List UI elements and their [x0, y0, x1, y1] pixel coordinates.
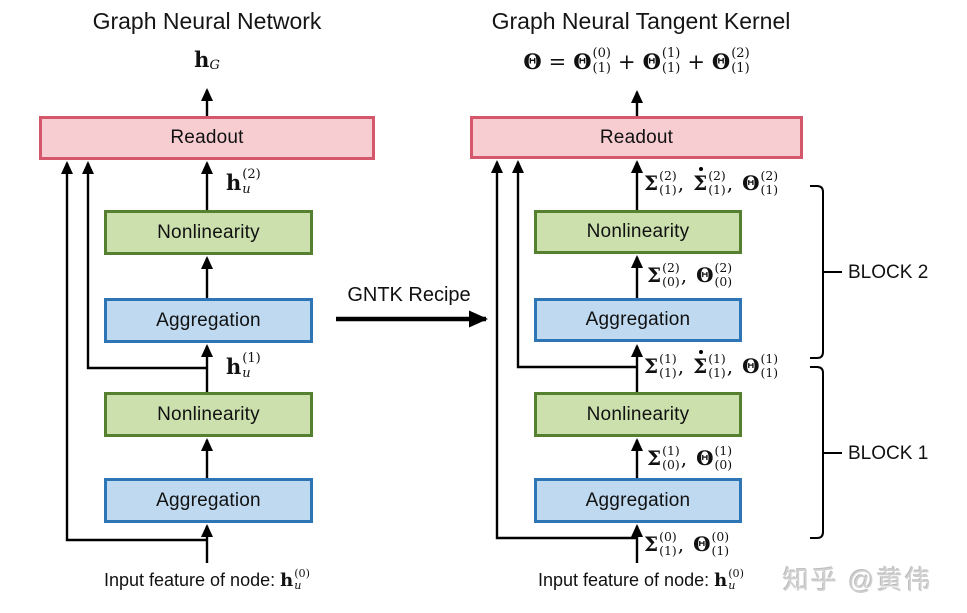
gnn-aggregation1-box: Aggregation	[104, 478, 313, 523]
gnn-skip-input-readout	[61, 161, 207, 542]
gntk-skip-input-readout	[491, 160, 637, 540]
gnn-input-caption: Input feature of node: h(0)u	[103, 567, 311, 593]
gntk-input-caption: Input feature of node: h(0)u	[537, 567, 745, 593]
gnn-nonlinearity2-label: Nonlinearity	[157, 221, 260, 243]
gnn-aggregation2-box: Aggregation	[104, 298, 313, 343]
gnn-h2-label: h(2)u	[226, 167, 261, 197]
gntk-nonlinearity2-label: Nonlinearity	[586, 221, 690, 242]
gntk-skip-block1-readout	[512, 160, 637, 369]
gntk-label-block2-mid: Σ(2)(0),Θ(2)(0)	[647, 260, 733, 289]
block2-label: BLOCK 2	[848, 262, 929, 283]
gnn-h1-label: h(1)u	[226, 351, 261, 381]
gntk-aggregation1-box: Aggregation	[534, 478, 742, 523]
gnn-aggregation2-label: Aggregation	[156, 309, 261, 331]
gntk-equation: Θ=Θ(0)(1)+Θ(1)(1)+Θ(2)(1)	[523, 46, 750, 76]
gnn-readout-box: Readout	[39, 116, 375, 160]
block1-label: BLOCK 1	[848, 443, 929, 464]
gntk-label-block2-output: Σ(2)(1),Σ(2)(1),Θ(2)(1)	[644, 166, 779, 197]
gntk-aggregation1-label: Aggregation	[585, 489, 691, 511]
block2-bracket	[810, 185, 842, 359]
gnn-title: Graph Neural Network	[92, 8, 322, 34]
gntk-label-input: Σ(0)(1),Θ(0)(1)	[644, 529, 730, 558]
gnn-nonlinearity1-label: Nonlinearity	[157, 403, 260, 425]
gntk-nonlinearity1-label: Nonlinearity	[586, 403, 690, 425]
gntk-nonlinearity2-box: Nonlinearity	[534, 210, 742, 254]
gnn-nonlinearity1-box: Nonlinearity	[104, 392, 313, 437]
gntk-nonlinearity1-box: Nonlinearity	[534, 392, 742, 437]
gntk-aggregation2-label: Aggregation	[585, 309, 691, 330]
gntk-label-block1-output: Σ(1)(1),Σ(1)(1),Θ(1)(1)	[644, 349, 779, 380]
gntk-recipe-label: GNTK Recipe	[347, 284, 471, 306]
gntk-label-block1-mid: Σ(1)(0),Θ(1)(0)	[647, 443, 733, 472]
gnn-nonlinearity2-box: Nonlinearity	[104, 210, 313, 255]
gnn-readout-label: Readout	[170, 127, 244, 148]
gnn-skip-h1-readout	[82, 161, 207, 370]
watermark: 知乎 @黄伟	[783, 565, 933, 595]
block1-bracket	[810, 366, 842, 539]
gntk-readout-label: Readout	[599, 126, 674, 148]
gnn-aggregation1-label: Aggregation	[156, 489, 261, 511]
gntk-title: Graph Neural Tangent Kernel	[491, 8, 791, 34]
gntk-readout-box: Readout	[470, 116, 803, 159]
gntk-aggregation2-box: Aggregation	[534, 298, 742, 342]
